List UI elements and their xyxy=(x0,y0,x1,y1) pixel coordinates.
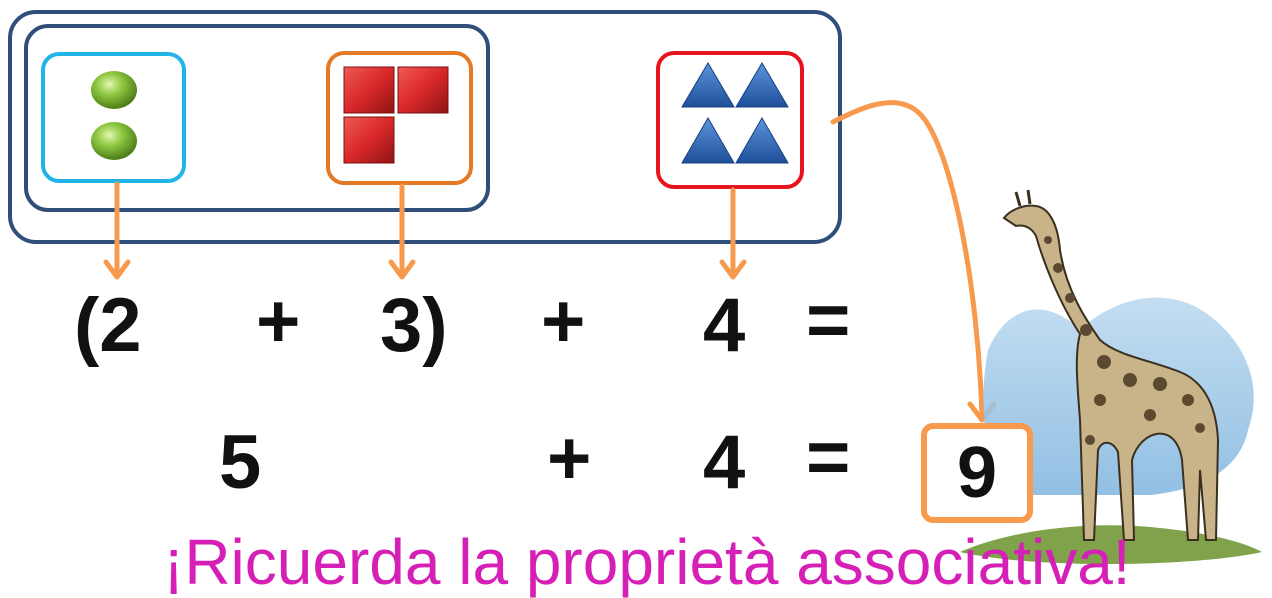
eq2-term2: 4 xyxy=(703,420,746,505)
blue-triangle-icon xyxy=(681,62,789,164)
eq1-term1: (2 xyxy=(74,283,142,368)
red-cube-icon xyxy=(343,66,449,164)
squares-group-box xyxy=(326,51,473,185)
eq1-plus2: + xyxy=(541,279,586,364)
triangles-group-box xyxy=(656,51,804,189)
giraffe-icon xyxy=(960,189,1262,565)
eq1-plus1: + xyxy=(256,279,301,364)
answer-box: 9 xyxy=(921,423,1033,523)
associative-property-message: ¡Ricuerda la proprietà associativa! xyxy=(163,526,1131,598)
arrows xyxy=(103,100,997,423)
eq2-equals: = xyxy=(806,415,851,500)
eq2-plus: + xyxy=(547,416,592,501)
eq2-term1: 5 xyxy=(219,420,262,505)
eq1-equals: = xyxy=(806,278,851,363)
outer-group-box xyxy=(8,10,842,244)
eq1-term3: 4 xyxy=(703,283,746,368)
green-sphere-icon xyxy=(91,71,137,160)
circles-group-box xyxy=(41,52,186,183)
answer-value: 9 xyxy=(956,433,998,513)
inner-group-box xyxy=(24,24,490,212)
eq1-term2: 3) xyxy=(380,283,448,368)
diagram-graphics xyxy=(91,62,1262,565)
